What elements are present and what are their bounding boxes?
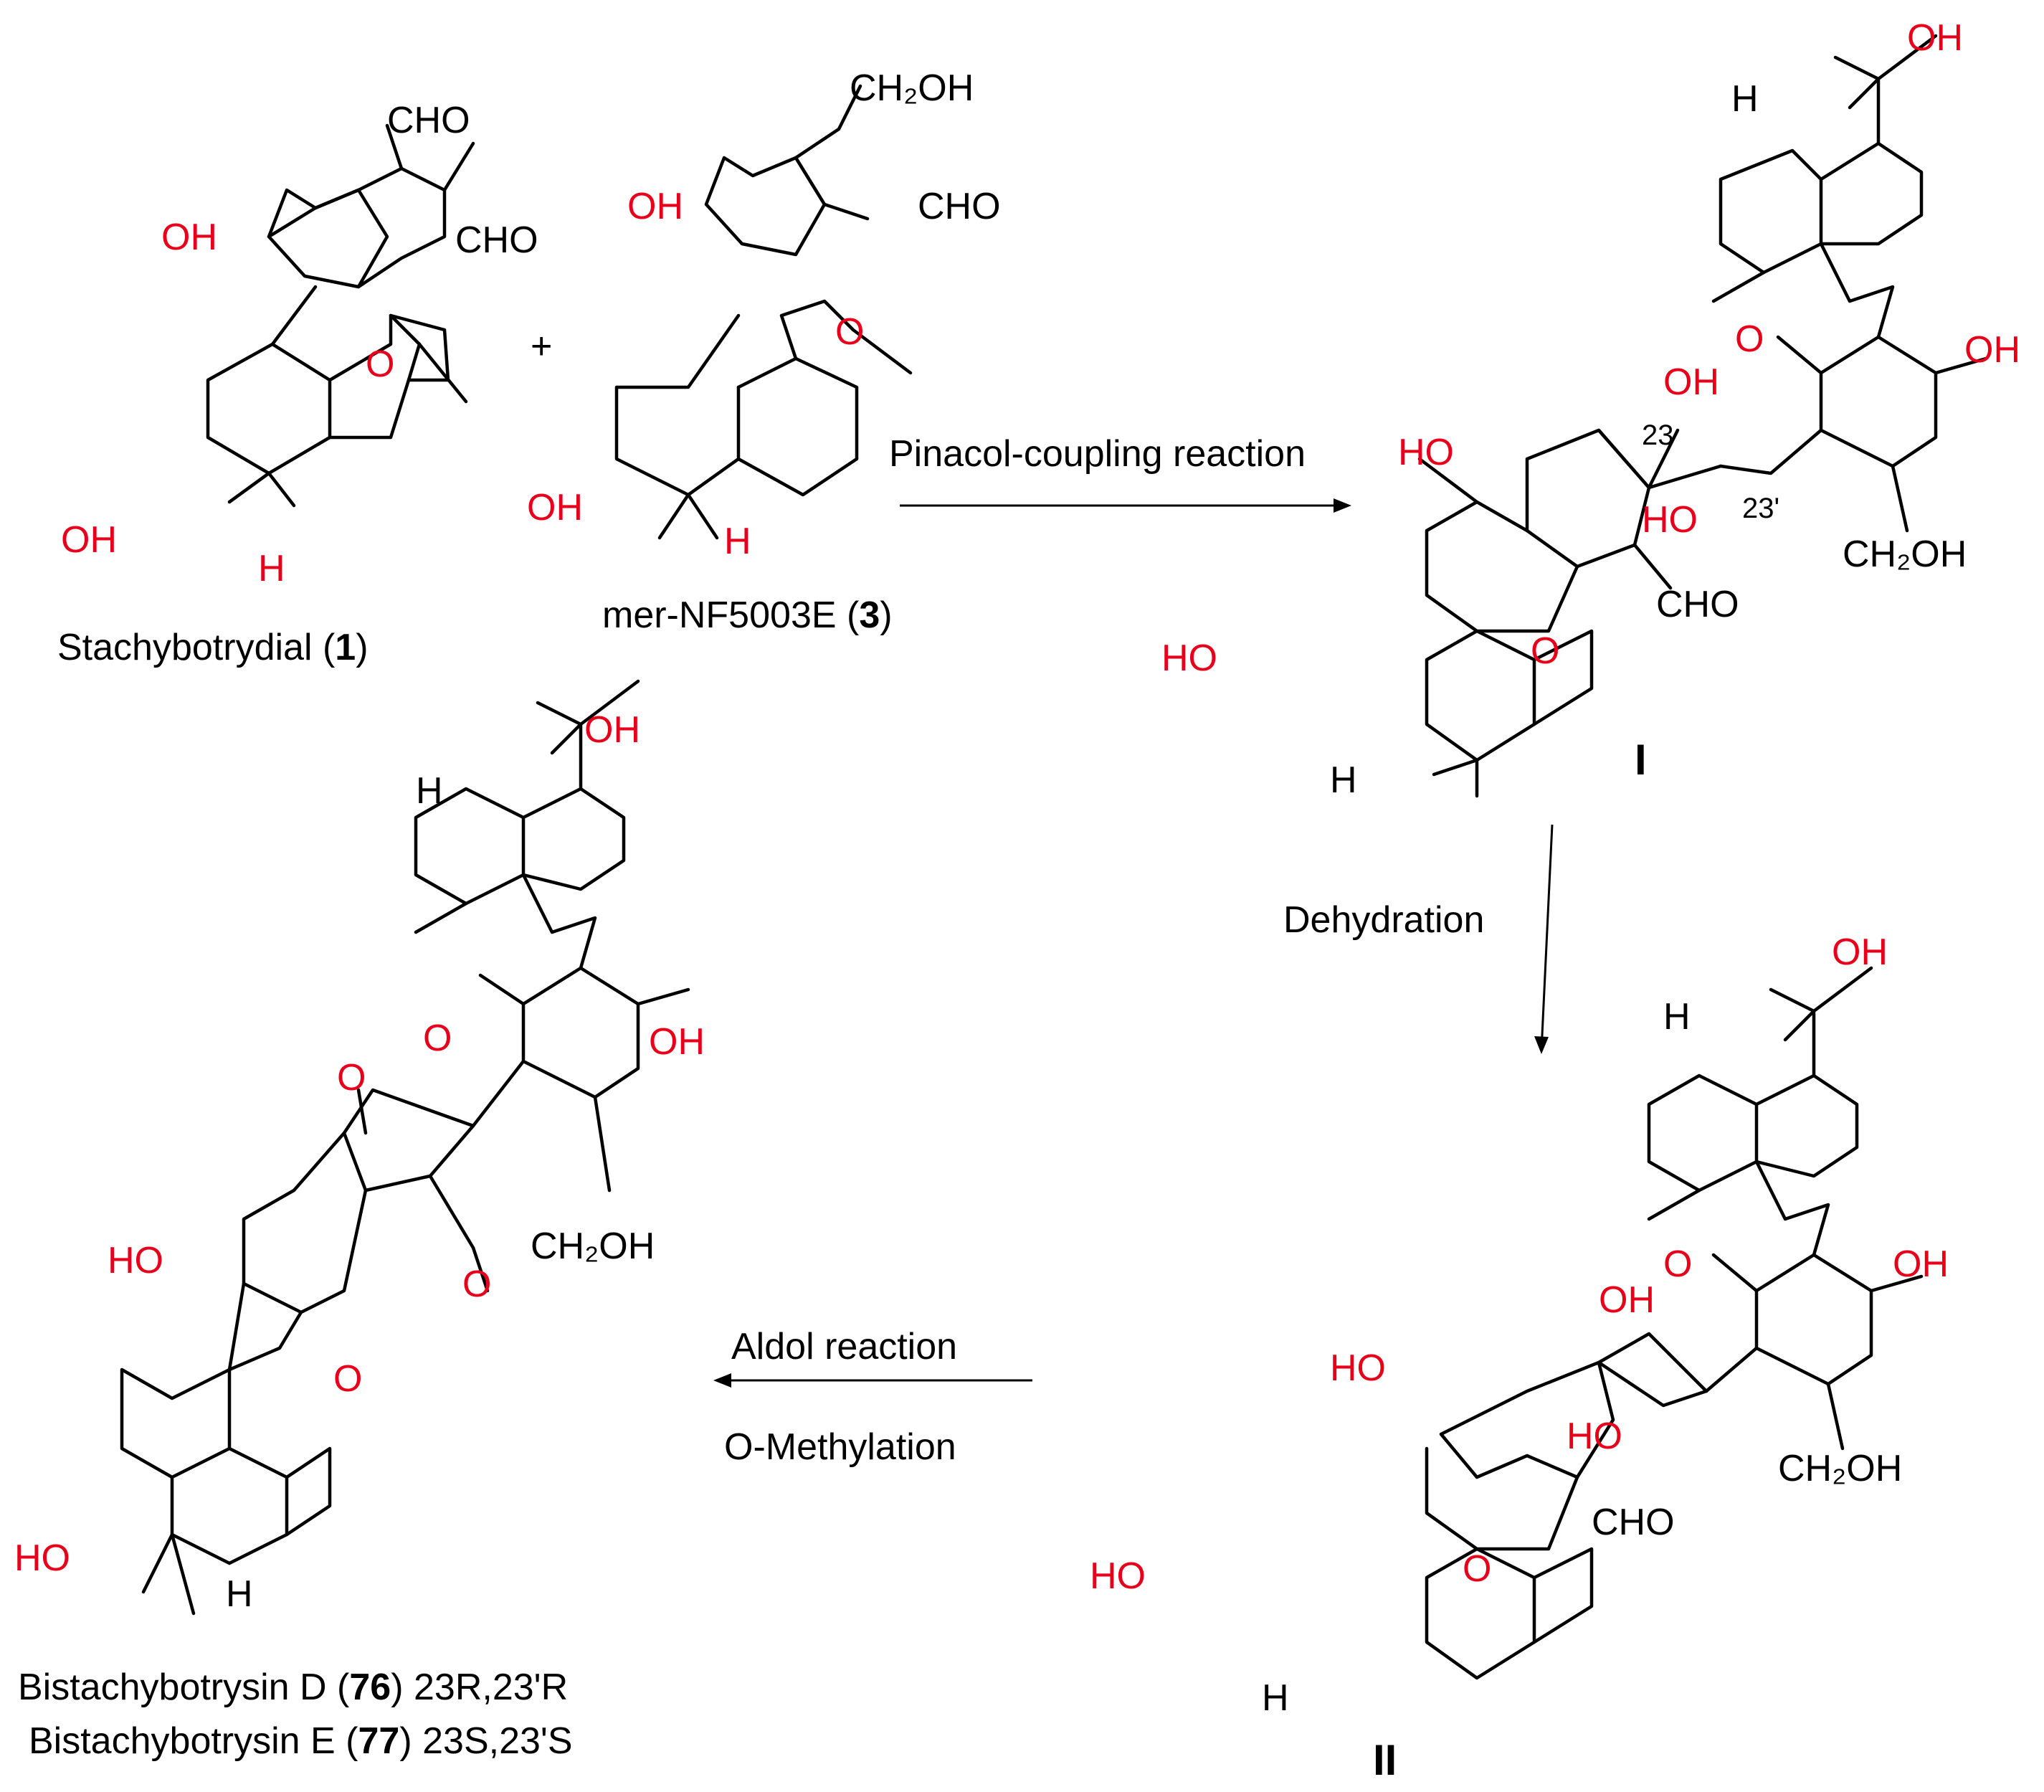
intermediate-i-label: I bbox=[1635, 736, 1647, 784]
h-label: H bbox=[724, 521, 751, 562]
oh-label: OH bbox=[1893, 1243, 1949, 1285]
ring-o-label: O bbox=[423, 1018, 452, 1059]
reaction-label-pinacol: Pinacol-coupling reaction bbox=[889, 433, 1306, 475]
ho-label: HO bbox=[1642, 499, 1698, 541]
oh-label: OH bbox=[1599, 1279, 1655, 1321]
molecule-stachybotrydial: OH CHO CHO O OH H Stachybotrydial (1) bbox=[57, 100, 538, 668]
ho-label: HO bbox=[1161, 637, 1217, 679]
ch2oh-label: CH₂OH bbox=[1843, 534, 1967, 575]
h-label: H bbox=[1262, 1677, 1289, 1719]
ring-o-label: O bbox=[366, 343, 394, 385]
oh-label: OH bbox=[1663, 361, 1719, 403]
ho-label: HO bbox=[1330, 1347, 1386, 1389]
oh-label: OH bbox=[627, 186, 683, 227]
arrow-dehydration: Dehydration bbox=[1283, 824, 1554, 1054]
molecule-intermediate-i: OH H O OH OH 23 HO HO 23' CH₂OH CHO O HO… bbox=[1161, 17, 2020, 801]
compound-label-77: Bistachybotrysin E (77) 23S,23'S bbox=[29, 1720, 573, 1762]
reaction-label-dehydration: Dehydration bbox=[1283, 899, 1484, 941]
ho-label: HO bbox=[14, 1537, 70, 1579]
molecule-intermediate-ii: OH H O OH OH HO HO CH₂OH CHO O HO H II bbox=[1090, 931, 1949, 1784]
reaction-label-aldol: Aldol reaction bbox=[731, 1326, 957, 1367]
oh-label: OH bbox=[1907, 17, 1963, 59]
methoxy-o-label: O bbox=[462, 1264, 491, 1305]
plus-sign: + bbox=[531, 326, 552, 367]
ring-o-label: O bbox=[1463, 1548, 1491, 1590]
oh-label: OH bbox=[1832, 931, 1888, 973]
h-label: H bbox=[1663, 996, 1691, 1038]
ho-label: HO bbox=[108, 1240, 163, 1281]
compound-label-3: mer-NF5003E (3) bbox=[602, 594, 893, 636]
ketone-o-label: O bbox=[337, 1057, 366, 1099]
locant-23-prime: 23' bbox=[1742, 493, 1779, 524]
compound-label-1: Stachybotrydial (1) bbox=[57, 627, 369, 668]
ring-o-label: O bbox=[1735, 318, 1764, 360]
reaction-label-methylation: O-Methylation bbox=[724, 1426, 956, 1468]
ch2oh-label: CH₂OH bbox=[850, 67, 974, 109]
oh-label: OH bbox=[584, 709, 640, 751]
arrow-pinacol: Pinacol-coupling reaction bbox=[889, 433, 1351, 513]
oh-label: OH bbox=[161, 217, 217, 258]
ho-label: HO bbox=[1567, 1416, 1622, 1457]
oh-label: OH bbox=[527, 487, 583, 528]
h-label: H bbox=[226, 1573, 253, 1615]
ch2oh-label: CH₂OH bbox=[1778, 1448, 1902, 1489]
ring-o-label: O bbox=[333, 1358, 362, 1400]
cho-label: CHO bbox=[1656, 584, 1739, 625]
ho-label: HO bbox=[1398, 432, 1454, 473]
arrow-aldol: Aldol reaction O-Methylation bbox=[713, 1326, 1032, 1468]
h-label: H bbox=[258, 548, 285, 589]
oh-label: OH bbox=[1964, 329, 2020, 371]
cho-label: CHO bbox=[1592, 1502, 1675, 1543]
oh-label: OH bbox=[61, 519, 117, 561]
compound-label-76: Bistachybotrysin D (76) 23R,23'R bbox=[18, 1667, 568, 1708]
cho-label: CHO bbox=[918, 186, 1001, 227]
molecule-bistachybotrysin: OH H O OH O CH₂OH O HO O HO H Bistachybo… bbox=[14, 679, 705, 1762]
h-label: H bbox=[416, 770, 443, 812]
ho-label: HO bbox=[1090, 1555, 1146, 1597]
locant-23: 23 bbox=[1642, 419, 1674, 451]
intermediate-ii-label: II bbox=[1373, 1736, 1397, 1784]
ring-o-label: O bbox=[835, 311, 864, 353]
h-label: H bbox=[1731, 78, 1759, 120]
molecule-mer-nf5003e: OH CH₂OH CHO O OH H mer-NF5003E (3) bbox=[527, 67, 1001, 636]
ring-o-label: O bbox=[1663, 1243, 1692, 1285]
cho-label: CHO bbox=[387, 100, 470, 141]
h-label: H bbox=[1330, 759, 1357, 801]
ch2oh-label: CH₂OH bbox=[531, 1226, 655, 1267]
cho-label: CHO bbox=[455, 219, 538, 261]
oh-label: OH bbox=[649, 1021, 705, 1063]
ring-o-label: O bbox=[1531, 630, 1559, 672]
